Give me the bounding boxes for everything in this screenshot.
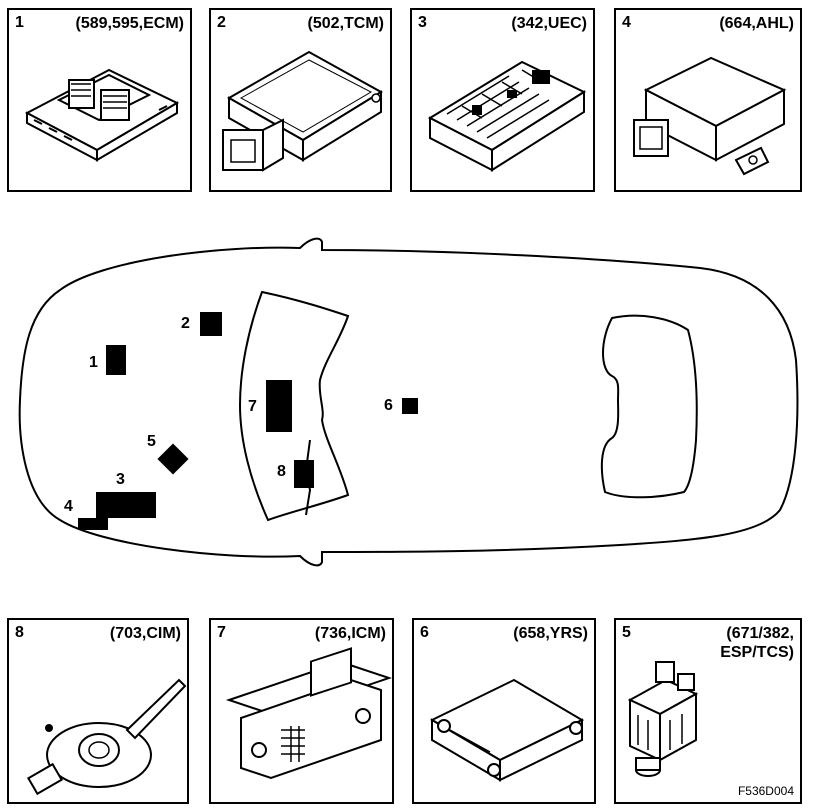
callout-4: 4: [64, 498, 73, 515]
location-marker-6: [402, 398, 418, 414]
yrs-sensor-icon: [429, 678, 585, 782]
callout-2: 2: [181, 315, 190, 332]
callout-5: 5: [147, 433, 156, 450]
location-marker-8: [294, 460, 314, 488]
callout-6: 6: [384, 397, 393, 414]
panel-code: (664,AHL): [719, 15, 794, 32]
callout-3: 3: [116, 471, 125, 488]
component-panel-icm: 7 (736,ICM): [209, 618, 394, 804]
location-marker-1: [106, 345, 126, 375]
callout-7: 7: [248, 398, 257, 415]
panel-code: (658,YRS): [513, 625, 588, 642]
windshield-outline: [238, 290, 350, 522]
panel-number: 7: [217, 624, 226, 641]
figure-id: F536D004: [737, 784, 794, 798]
location-marker-7: [266, 380, 292, 432]
panel-number: 1: [15, 14, 24, 31]
panel-code-line: (671/382,: [726, 625, 794, 642]
tcm-module-icon: [222, 50, 383, 172]
component-panel-yrs: 6 (658,YRS): [412, 618, 596, 804]
panel-number: 5: [622, 624, 631, 641]
component-panel-ecm: 1 (589,595,ECM): [7, 8, 192, 192]
panel-number: 2: [217, 14, 226, 31]
location-marker-3: [96, 492, 156, 518]
panel-code: (703,CIM): [109, 625, 181, 642]
component-panel-cim: 8 (703,CIM): [7, 618, 189, 804]
uec-fusebox-icon: [427, 60, 587, 172]
callout-1: 1: [89, 354, 98, 371]
panel-number: 3: [418, 14, 427, 31]
cim-switch-icon: [27, 678, 187, 796]
callout-8: 8: [277, 463, 286, 480]
panel-code-line: ESP/TCS): [720, 644, 794, 661]
rear-window-outline: [600, 314, 698, 499]
panel-number: 6: [420, 624, 429, 641]
panel-number: 4: [622, 14, 631, 31]
component-panel-ahl: 4 (664,AHL): [614, 8, 802, 192]
location-marker-2: [200, 312, 222, 336]
ecm-module-icon: [24, 68, 180, 162]
panel-code: (342,UEC): [511, 15, 587, 32]
component-panel-tcm: 2 (502,TCM): [209, 8, 392, 192]
panel-code: (589,595,ECM): [75, 15, 185, 32]
panel-code: (671/382, ESP/TCS): [720, 624, 794, 662]
panel-code: (502,TCM): [307, 15, 384, 32]
location-marker-4: [78, 518, 108, 530]
ahl-module-icon: [633, 56, 787, 176]
component-panel-uec: 3 (342,UEC): [410, 8, 595, 192]
icm-head-unit-icon: [225, 647, 392, 780]
component-panel-esp-tcs: 5 (671/382, ESP/TCS) F536D004: [614, 618, 802, 804]
panel-code: (736,ICM): [314, 625, 386, 642]
esp-tcs-unit-icon: [627, 661, 699, 777]
panel-number: 8: [15, 624, 24, 641]
